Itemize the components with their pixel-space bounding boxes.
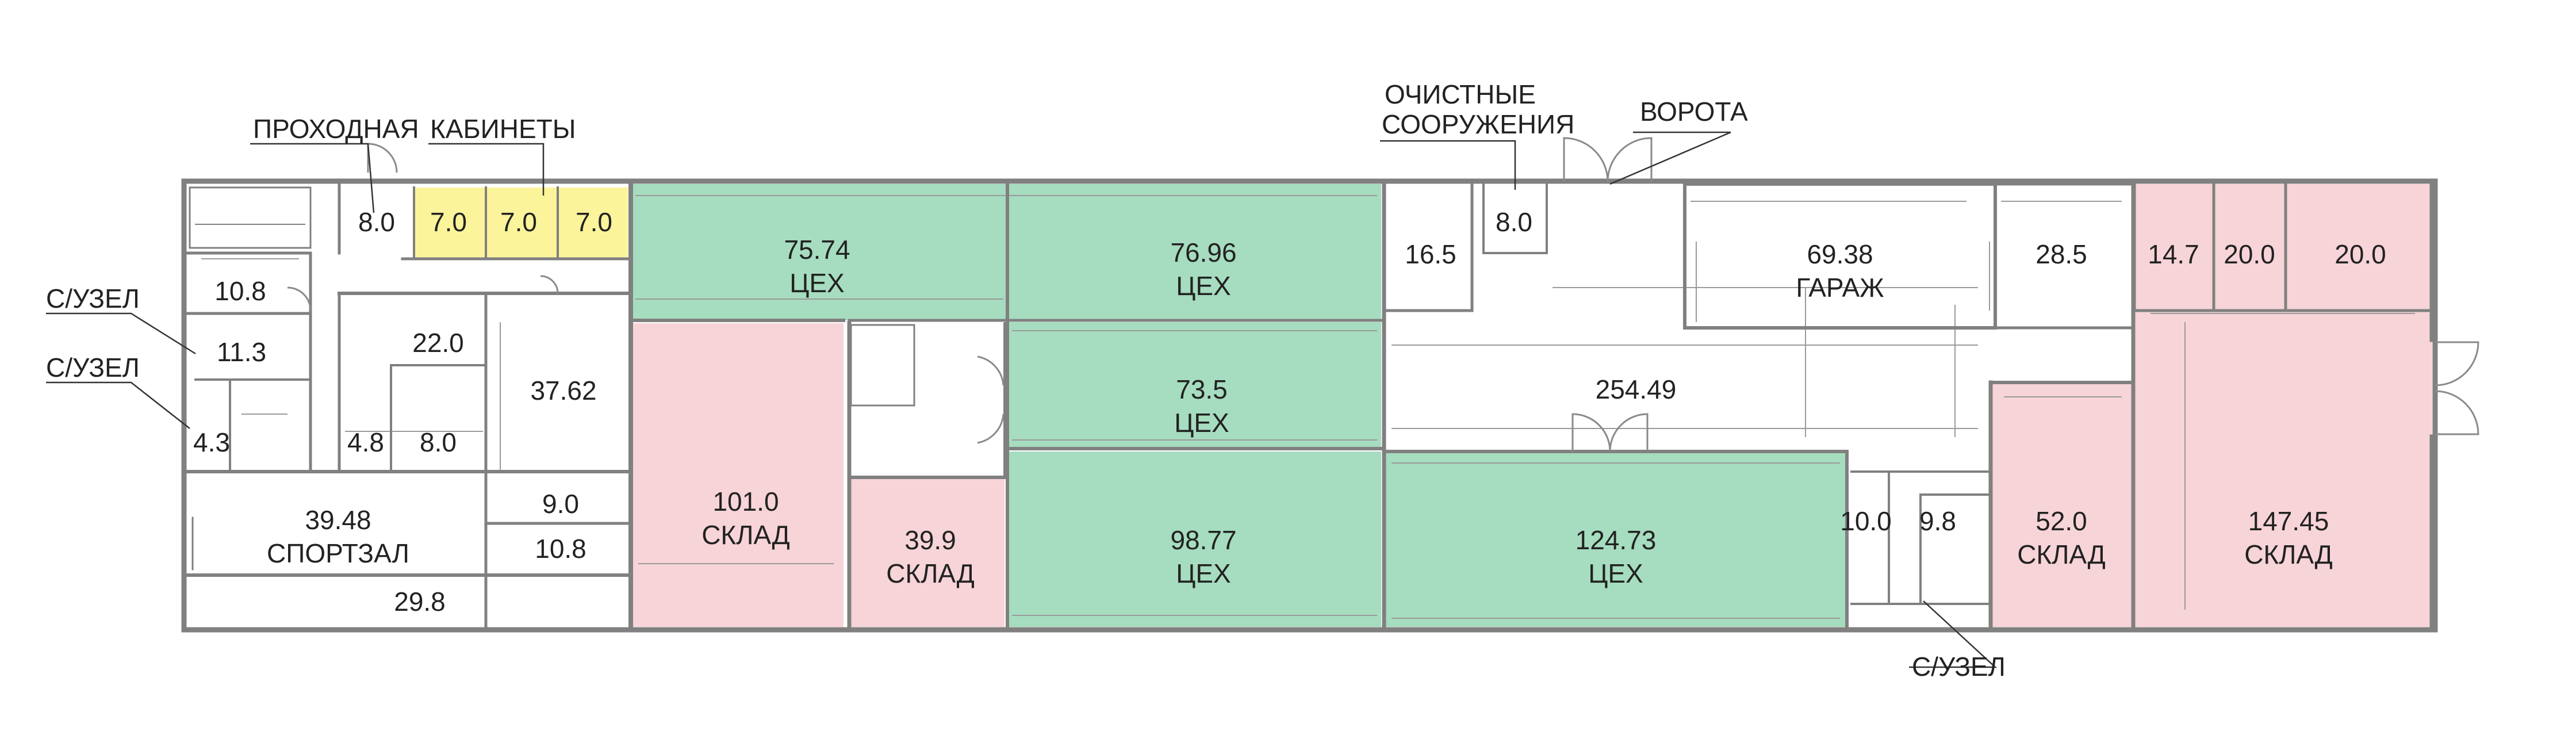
room-area-label: 22.0 bbox=[412, 328, 464, 358]
callout-offices: КАБИНЕТЫ bbox=[430, 114, 576, 144]
room-labels: 10.8 11.3 4.3 8.0 7.0 7.0 7.0 22.0 4.8 8… bbox=[193, 207, 2386, 617]
walls bbox=[181, 178, 2438, 633]
room-area-label: 39.48 bbox=[305, 505, 371, 535]
room-area-label: 7.0 bbox=[430, 207, 467, 237]
room-type-label: СКЛАД bbox=[886, 558, 975, 588]
doors bbox=[287, 137, 2479, 452]
room-type-label: ГАРАЖ bbox=[1796, 273, 1884, 303]
callout-wc-3: С/УЗЕЛ bbox=[1912, 652, 2006, 682]
room-area-label: 75.74 bbox=[784, 235, 850, 265]
room-area-label: 10.0 bbox=[1840, 506, 1892, 536]
room-area-label: 9.8 bbox=[1919, 506, 1956, 536]
room-type-label: ЦЕХ bbox=[1174, 408, 1229, 438]
door-arc bbox=[1563, 137, 1609, 182]
door-arc bbox=[2435, 390, 2479, 435]
room-area-label: 20.0 bbox=[2334, 239, 2386, 269]
room-area-label: 10.8 bbox=[535, 534, 586, 564]
room-area-label: 37.62 bbox=[530, 376, 596, 405]
room-type-label: ЦЕХ bbox=[1176, 558, 1230, 588]
callout-checkpoint: ПРОХОДНАЯ bbox=[253, 114, 419, 144]
room-area-label: 9.0 bbox=[542, 489, 579, 519]
room-area-label: 124.73 bbox=[1575, 525, 1657, 555]
room-area-label: 4.8 bbox=[347, 427, 384, 457]
room-area-label: 69.38 bbox=[1807, 239, 1873, 269]
room-area-label: 76.96 bbox=[1170, 238, 1236, 267]
zone-warehouse-147-45 bbox=[2134, 311, 2432, 627]
room-area-label: 98.77 bbox=[1170, 525, 1236, 555]
room-area-label: 10.8 bbox=[214, 276, 266, 306]
zone-production-76-96 bbox=[1007, 184, 1381, 320]
room-area-label: 39.9 bbox=[904, 525, 956, 555]
room-area-label: 20.0 bbox=[2224, 239, 2275, 269]
room-area-label: 8.0 bbox=[358, 207, 395, 237]
room-area-label: 11.3 bbox=[217, 337, 266, 367]
door-arc bbox=[977, 355, 1005, 386]
room-type-label: СКЛАД bbox=[2244, 539, 2333, 569]
callout-leaders bbox=[46, 131, 1998, 668]
door-arc bbox=[2435, 341, 2479, 386]
room-type-label: СКЛАД bbox=[702, 520, 790, 550]
zone-production-124-73 bbox=[1386, 451, 1847, 627]
callout-wc-1: С/УЗЕЛ bbox=[46, 284, 140, 313]
callouts: ПРОХОДНАЯ КАБИНЕТЫ С/УЗЕЛ С/УЗЕЛ ОЧИСТНЫ… bbox=[46, 79, 2006, 682]
zone-offices bbox=[414, 187, 628, 259]
room-area-label: 147.45 bbox=[2248, 506, 2329, 536]
callout-treatment-line1: ОЧИСТНЫЕ bbox=[1385, 79, 1536, 109]
zone-warehouse-52-0 bbox=[1991, 382, 2133, 627]
room-area-label: 28.5 bbox=[2035, 239, 2087, 269]
room-area-label: 52.0 bbox=[2035, 506, 2087, 536]
door-arc bbox=[977, 414, 1005, 444]
room-area-label: 14.7 bbox=[2148, 239, 2199, 269]
zone-warehouse-right-top bbox=[2134, 184, 2432, 311]
room-area-label: 16.5 bbox=[1405, 239, 1456, 269]
room-area-label: 101.0 bbox=[712, 487, 779, 516]
door-arc bbox=[1571, 413, 1611, 452]
callout-treatment-line2: СООРУЖЕНИЯ bbox=[1382, 109, 1574, 139]
zone-production-98-77 bbox=[1007, 451, 1381, 627]
callout-gates: ВОРОТА bbox=[1640, 97, 1748, 127]
zone-production-73-5 bbox=[1007, 322, 1381, 447]
door-arc bbox=[287, 286, 312, 311]
room-area-label: 8.0 bbox=[1496, 207, 1532, 237]
door-arc bbox=[367, 143, 398, 173]
callout-wc-2: С/УЗЕЛ bbox=[46, 353, 140, 382]
room-type-label: ЦЕХ bbox=[789, 268, 844, 298]
room-area-label: 254.49 bbox=[1596, 374, 1677, 404]
room-type-label: ЦЕХ bbox=[1176, 271, 1230, 301]
room-type-label: ЦЕХ bbox=[1588, 558, 1643, 588]
room-type-label: СКЛАД bbox=[2017, 539, 2106, 569]
room-area-label: 8.0 bbox=[420, 427, 457, 457]
room-area-label: 7.0 bbox=[500, 207, 537, 237]
outer-wall bbox=[181, 178, 2438, 633]
room-area-label: 29.8 bbox=[394, 587, 446, 617]
room-area-label: 4.3 bbox=[193, 427, 230, 457]
door-arc bbox=[1607, 137, 1653, 182]
room-type-label: СПОРТЗАЛ bbox=[267, 538, 409, 568]
door-arc bbox=[540, 275, 559, 294]
door-arc bbox=[1609, 413, 1649, 452]
zone-production-75-74 bbox=[631, 184, 1007, 320]
room-area-label: 7.0 bbox=[576, 207, 612, 237]
zone-warehouse-101-0 bbox=[631, 323, 844, 627]
zone-fills bbox=[414, 184, 2432, 627]
room-area-label: 73.5 bbox=[1176, 374, 1228, 404]
zone-warehouse-39-9 bbox=[849, 477, 1005, 627]
